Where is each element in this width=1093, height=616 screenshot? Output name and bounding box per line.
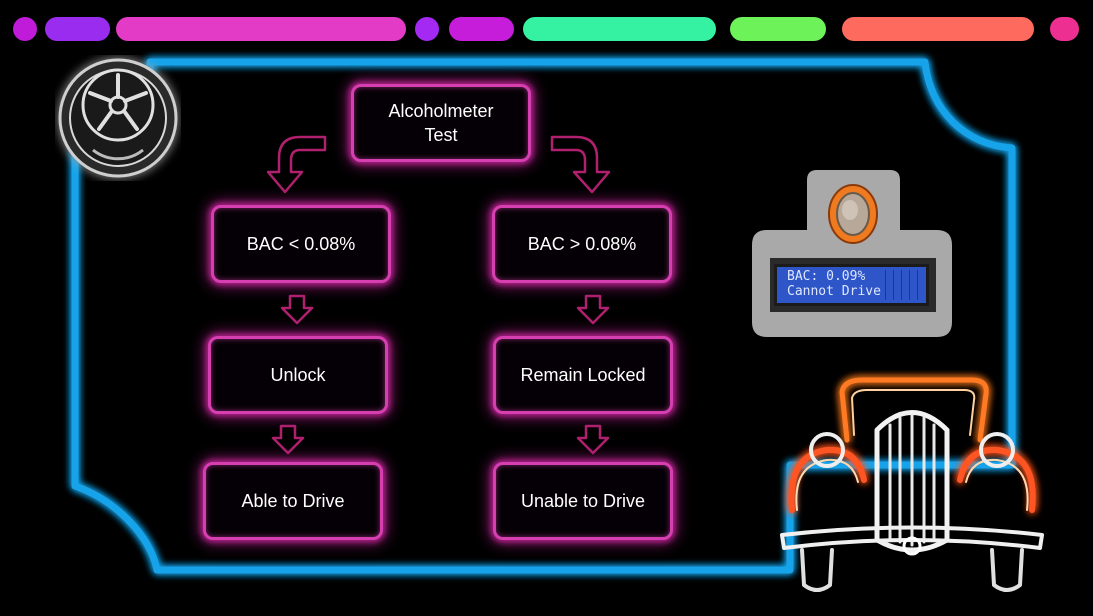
left-condition-box: BAC < 0.08% [211, 205, 391, 283]
root-label: Alcoholmeter Test [388, 101, 494, 145]
left-action-box: Unlock [208, 336, 388, 414]
right-action-box: Remain Locked [493, 336, 673, 414]
top-pill [415, 17, 439, 41]
top-pill [1050, 17, 1079, 41]
lcd-module: BAC: 0.09% Cannot Drive [752, 170, 952, 337]
top-pill [523, 17, 716, 41]
left-result-label: Able to Drive [241, 491, 345, 511]
right-condition-label: BAC > 0.08% [527, 234, 637, 254]
right-result-label: Unable to Drive [520, 491, 646, 511]
top-pill [449, 17, 514, 41]
left-condition-label: BAC < 0.08% [246, 234, 356, 254]
vintage-car-icon [780, 377, 1044, 592]
curved-arrow-right [550, 135, 611, 194]
top-pill [116, 17, 406, 41]
right-result-box: Unable to Drive [493, 462, 673, 540]
top-pill [13, 17, 37, 41]
right-condition-box: BAC > 0.08% [492, 205, 672, 283]
top-pill [730, 17, 826, 41]
left-result-box: Able to Drive [203, 462, 383, 540]
lcd-screen: BAC: 0.09% Cannot Drive [774, 264, 929, 306]
alcohol-sensor-icon [752, 170, 952, 337]
left-action-label: Unlock [270, 365, 326, 385]
curved-arrow-left [266, 135, 327, 194]
right-action-label: Remain Locked [520, 365, 646, 385]
lcd-line-2: Cannot Drive [787, 284, 881, 299]
root-box: Alcoholmeter Test [351, 84, 531, 162]
lcd-line-1: BAC: 0.09% [787, 269, 866, 284]
wheel-icon [58, 58, 178, 178]
top-pill [45, 17, 110, 41]
top-pill [842, 17, 1034, 41]
